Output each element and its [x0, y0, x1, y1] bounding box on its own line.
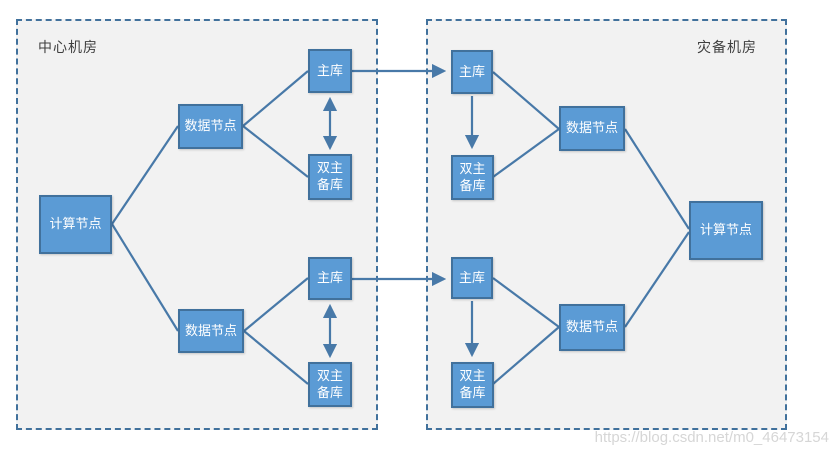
- center-room-label: 中心机房: [38, 39, 98, 55]
- watermark-text: https://blog.csdn.net/m0_46473154: [594, 429, 829, 446]
- node-compute-disaster: 计算节点: [689, 201, 763, 260]
- node-standby-bottom-disaster: 双主备库: [451, 362, 494, 408]
- node-primary-top-center: 主库: [308, 49, 352, 93]
- node-data-top-center: 数据节点: [178, 104, 243, 149]
- node-compute-center: 计算节点: [39, 195, 112, 254]
- node-data-bottom-center: 数据节点: [178, 309, 244, 353]
- node-primary-bottom-center: 主库: [308, 257, 352, 300]
- node-data-bottom-disaster: 数据节点: [559, 304, 625, 351]
- disaster-room-label: 灾备机房: [697, 39, 757, 55]
- node-standby-top-center: 双主备库: [308, 154, 352, 200]
- node-standby-bottom-center: 双主备库: [308, 362, 352, 407]
- node-primary-top-disaster: 主库: [451, 50, 493, 94]
- node-standby-top-disaster: 双主备库: [451, 155, 494, 200]
- node-data-top-disaster: 数据节点: [559, 106, 625, 151]
- node-primary-bottom-disaster: 主库: [451, 257, 493, 299]
